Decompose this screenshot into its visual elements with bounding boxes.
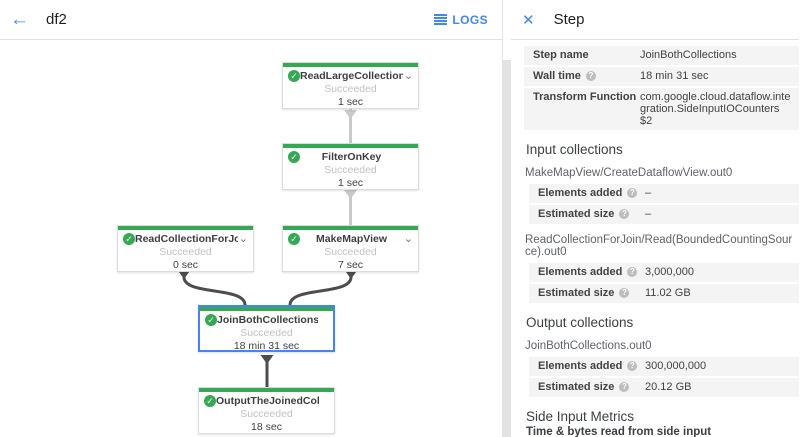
node-title: MakeMapView <box>315 233 387 245</box>
property-label: Wall time <box>533 70 581 82</box>
back-arrow-icon[interactable]: ← <box>10 9 29 30</box>
help-icon[interactable]: ? <box>627 361 638 371</box>
property-value: JoinBothCollections <box>640 49 737 61</box>
node-status: Succeeded <box>159 246 212 258</box>
node-title: OutputTheJoinedCollec... <box>216 395 319 407</box>
metric-label: Elements added <box>538 266 623 278</box>
node-duration: 18 min 31 sec <box>233 340 300 352</box>
property-value: 18 min 31 sec <box>640 70 709 82</box>
node-title: ReadCollectionForJoin <box>135 233 238 245</box>
node-status: Succeeded <box>324 246 377 258</box>
check-circle-icon: ✓ <box>205 314 217 326</box>
side-input-metrics-subheading: Time & bytes read from side input <box>526 426 712 437</box>
node-status: Succeeded <box>240 327 293 339</box>
collection-name: JoinBothCollections.out0 <box>525 340 652 352</box>
step-panel-header: ✕ Step <box>511 0 799 40</box>
step-detail-panel: ✕ Step Step name JoinBothCollections Wal… <box>511 0 799 437</box>
logs-button[interactable]: LOGS <box>434 13 488 27</box>
metric-row-elements-added: Elements added? – <box>529 184 799 203</box>
input-collections-heading: Input collections <box>526 142 623 157</box>
node-status-bar <box>200 307 333 311</box>
metric-label: Estimated size <box>538 287 615 299</box>
scrollbar-track <box>503 0 511 437</box>
metric-row-elements-added: Elements added? 300,000,000 <box>529 357 799 376</box>
node-duration: 1 sec <box>337 177 364 189</box>
logs-list-icon <box>434 14 448 25</box>
check-circle-icon: ✓ <box>204 395 216 407</box>
node-duration: 0 sec <box>172 259 199 271</box>
node-status-bar <box>118 226 253 230</box>
metric-value: 20.12 GB <box>645 381 692 393</box>
collection-name: ReadCollectionForJoin/Read(BoundedCounti… <box>525 234 793 258</box>
graph-node-join-both-collections[interactable]: ✓ JoinBothCollections Succeeded 18 min 3… <box>198 305 335 352</box>
help-icon[interactable]: ? <box>619 209 630 219</box>
metric-value: – <box>645 208 652 220</box>
node-duration: 1 sec <box>337 96 364 108</box>
check-circle-icon: ✓ <box>288 233 300 245</box>
graph-edges <box>177 109 358 387</box>
step-panel-content: Step name JoinBothCollections Wall time?… <box>511 40 799 437</box>
graph-node-read-large-collection[interactable]: ✓ ReadLargeCollectionFr... ⌄ Succeeded 1… <box>282 62 419 109</box>
chevron-down-icon[interactable]: ⌄ <box>403 233 413 245</box>
property-row-transform-function: Transform Function com.google.cloud.data… <box>524 88 799 130</box>
help-icon[interactable]: ? <box>627 267 638 277</box>
metric-value: 3,000,000 <box>645 266 694 278</box>
metric-row-elements-added: Elements added? 3,000,000 <box>529 263 799 282</box>
node-duration: 18 sec <box>251 421 282 433</box>
job-topbar: ← df2 LOGS <box>0 0 502 40</box>
logs-button-label: LOGS <box>452 12 488 27</box>
graph-node-make-map-view[interactable]: ✓ MakeMapView ⌄ Succeeded 7 sec <box>282 225 419 272</box>
check-circle-icon: ✓ <box>123 233 135 245</box>
output-collections-heading: Output collections <box>526 315 634 330</box>
node-status-bar <box>283 226 418 230</box>
node-duration: 7 sec <box>337 259 364 271</box>
collection-name: MakeMapView/CreateDataflowView.out0 <box>525 167 733 179</box>
chevron-down-icon[interactable]: ⌄ <box>238 233 248 245</box>
node-status: Succeeded <box>324 164 377 176</box>
metric-label: Estimated size <box>538 208 615 220</box>
node-status: Succeeded <box>240 408 293 420</box>
metric-value: 300,000,000 <box>645 360 707 372</box>
check-circle-icon: ✓ <box>288 151 300 163</box>
graph-node-output-the-joined[interactable]: ✓ OutputTheJoinedCollec... Succeeded 18 … <box>198 387 335 434</box>
metric-value: 11.02 GB <box>645 287 691 299</box>
property-value: com.google.cloud.dataflow.integration.Si… <box>640 91 791 127</box>
step-panel-title: Step <box>553 11 585 28</box>
node-status-bar <box>283 144 418 148</box>
property-label: Transform Function <box>533 91 637 103</box>
metric-label: Elements added <box>538 360 623 372</box>
graph-node-filter-on-key[interactable]: ✓ FilterOnKey Succeeded 1 sec <box>282 143 419 190</box>
property-row-wall-time: Wall time? 18 min 31 sec <box>524 67 799 86</box>
node-title: FilterOnKey <box>321 151 382 163</box>
node-status: Succeeded <box>324 83 377 95</box>
graph-canvas[interactable]: ✓ ReadLargeCollectionFr... ⌄ Succeeded 1… <box>0 40 502 437</box>
property-row-step-name: Step name JoinBothCollections <box>524 46 799 65</box>
metric-row-estimated-size: Estimated size? – <box>529 205 799 224</box>
node-title: JoinBothCollections <box>217 314 318 326</box>
node-title: ReadLargeCollectionFr... <box>300 70 403 82</box>
help-icon[interactable]: ? <box>627 188 638 198</box>
help-icon[interactable]: ? <box>619 382 630 392</box>
side-input-metrics-heading: Side Input Metrics <box>526 409 635 424</box>
node-status-bar <box>199 388 334 392</box>
metric-row-estimated-size: Estimated size? 11.02 GB <box>529 284 799 303</box>
metric-value: – <box>645 187 652 199</box>
graph-node-read-collection-for-join[interactable]: ✓ ReadCollectionForJoin ⌄ Succeeded 0 se… <box>117 225 254 272</box>
property-label: Step name <box>533 49 589 61</box>
metric-row-estimated-size: Estimated size? 20.12 GB <box>529 378 799 397</box>
job-title: df2 <box>46 11 67 28</box>
scrollbar-thumb[interactable] <box>503 60 511 437</box>
job-graph-panel: ← df2 LOGS <box>0 0 503 437</box>
close-icon[interactable]: ✕ <box>522 11 535 29</box>
help-icon[interactable]: ? <box>585 71 596 81</box>
metric-label: Estimated size <box>538 381 615 393</box>
chevron-down-icon[interactable]: ⌄ <box>403 70 413 82</box>
help-icon[interactable]: ? <box>619 288 630 298</box>
metric-label: Elements added <box>538 187 623 199</box>
check-circle-icon: ✓ <box>288 70 300 82</box>
node-status-bar <box>283 63 418 67</box>
